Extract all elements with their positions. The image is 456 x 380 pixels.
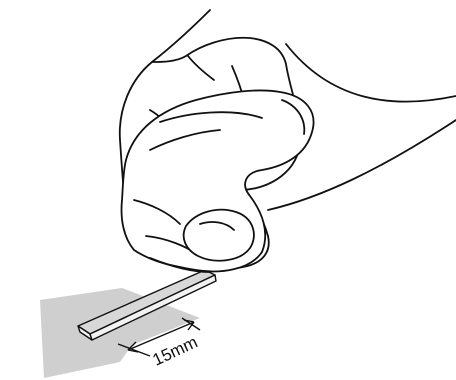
hand-with-cloth-illustration	[120, 10, 456, 272]
card-panel	[40, 288, 200, 378]
